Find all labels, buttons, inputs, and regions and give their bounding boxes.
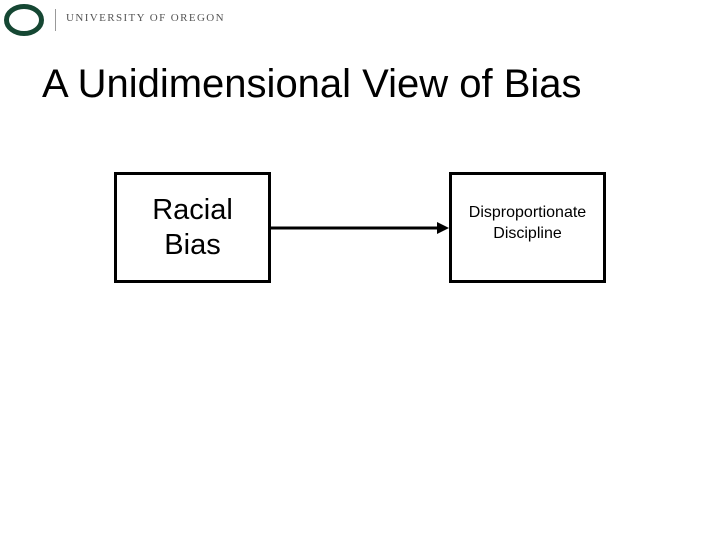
node-racial-bias-label: Racial Bias bbox=[152, 193, 233, 263]
node-discipline-label-line-1: Disproportionate bbox=[468, 203, 587, 221]
edge-arrow-bias-to-discipline bbox=[271, 222, 449, 234]
node-racial-bias-label-line-1: Racial bbox=[152, 193, 233, 226]
header-divider bbox=[55, 9, 56, 31]
slide-header: UNIVERSITY OF OREGON bbox=[0, 0, 720, 40]
node-disproportionate-discipline-label: Disproportionate Discipline bbox=[469, 202, 586, 244]
node-disproportionate-discipline: Disproportionate Discipline bbox=[449, 172, 606, 283]
slide-title: A Unidimensional View of Bias bbox=[42, 62, 582, 106]
university-name: UNIVERSITY OF OREGON bbox=[66, 12, 225, 24]
node-discipline-label-line-2: Discipline bbox=[493, 224, 562, 242]
uo-o-logo-icon bbox=[4, 4, 44, 36]
node-racial-bias: Racial Bias bbox=[114, 172, 271, 283]
node-racial-bias-label-line-2: Bias bbox=[164, 228, 221, 261]
